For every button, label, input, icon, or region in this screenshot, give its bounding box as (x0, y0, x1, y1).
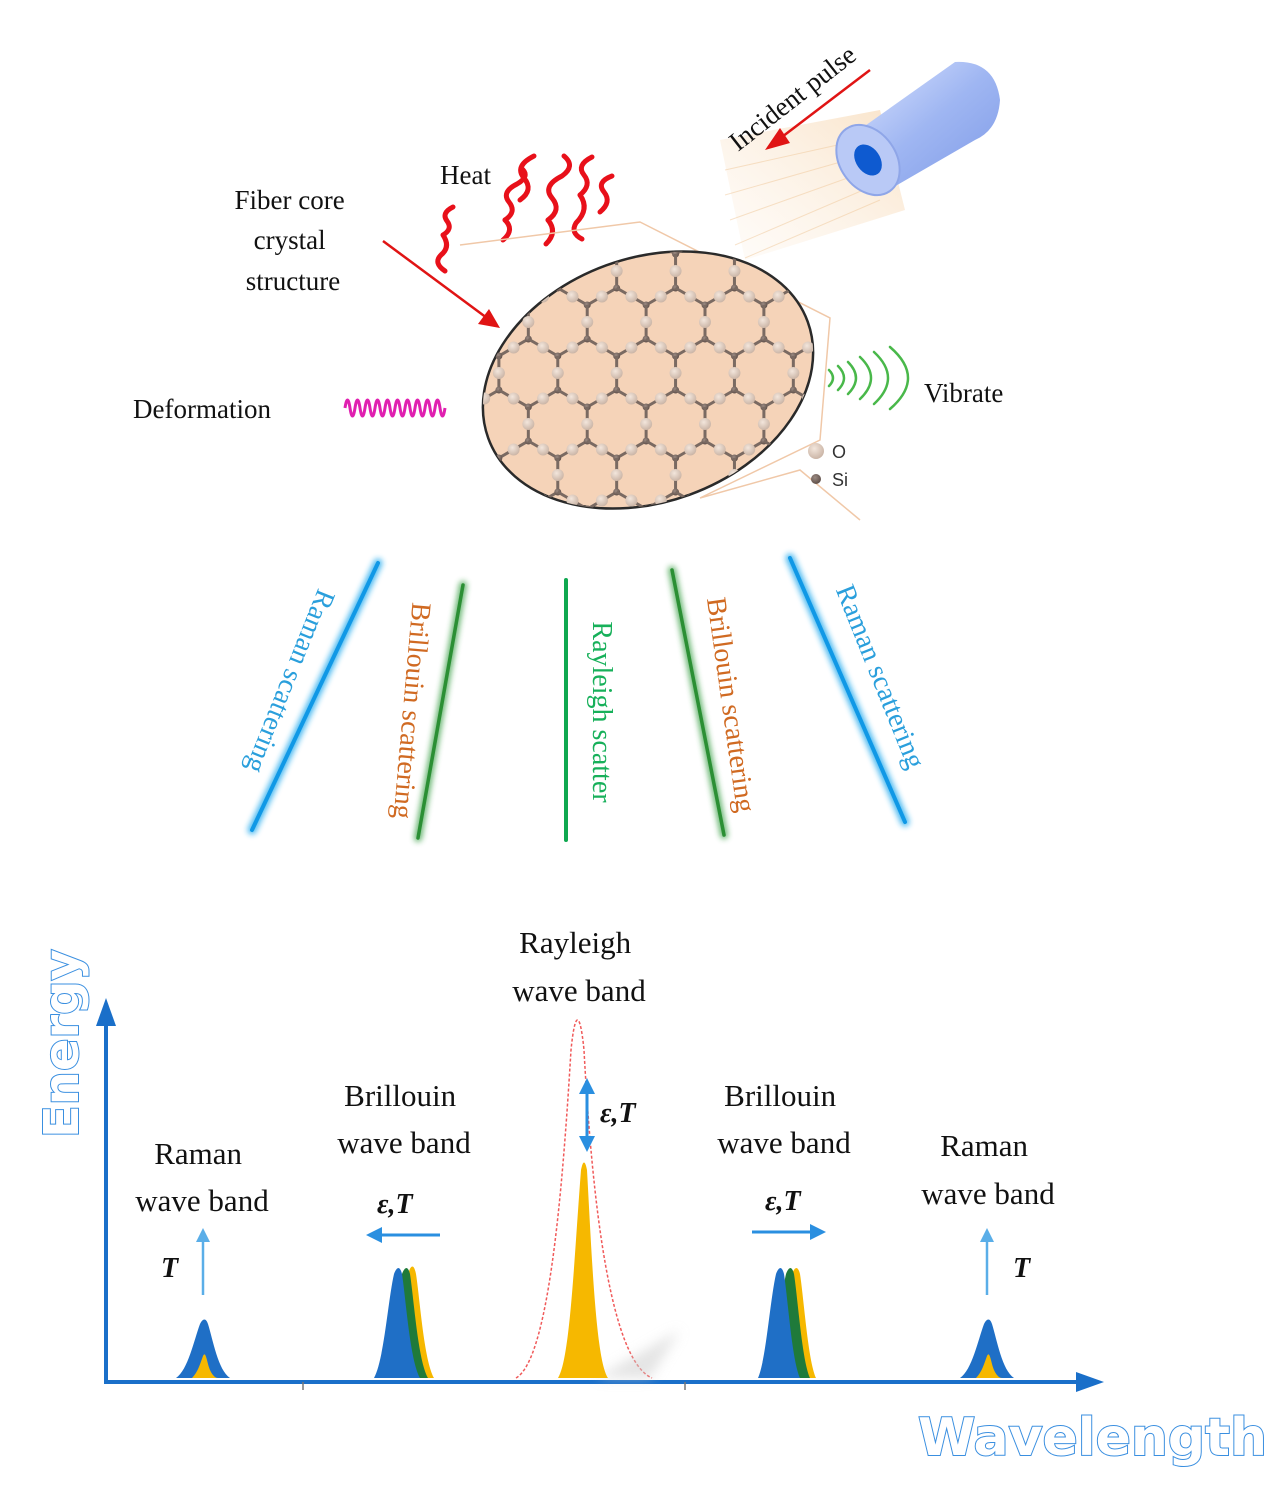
raman-left-band-label: Raman wave band (135, 1136, 269, 1218)
fiber-core-label: Fiber core crystal structure (235, 185, 352, 296)
raman-right-band-label: Raman wave band (921, 1128, 1055, 1211)
heat-label: Heat (440, 160, 491, 190)
brillouin-right-band-label: Brillouin wave band (717, 1078, 851, 1160)
oxygen-atom-icon (808, 443, 824, 459)
rayleigh-label: Rayleigh scatter (586, 621, 617, 803)
brillouin-left-band-label: Brillouin wave band (337, 1078, 471, 1160)
atom-legend: O Si (808, 442, 848, 490)
brillouin-right-shift-arrow-icon (752, 1224, 826, 1240)
incident-arrow-icon (765, 69, 871, 150)
deformation-wave-icon (343, 398, 447, 418)
x-axis-arrow-icon (1076, 1372, 1104, 1392)
brillouin-left-peaks (374, 1266, 434, 1378)
vibrate-label: Vibrate (924, 378, 1003, 408)
fiber-core-arrow-icon (382, 239, 500, 328)
x-axis-title: Wavelength (918, 1408, 1267, 1468)
core-outline-shadow (459, 221, 861, 521)
raman-right-param-label: T (1013, 1253, 1032, 1284)
rayleigh-param-label: ε,T (600, 1098, 637, 1129)
silicon-atom-icon (811, 474, 821, 484)
brillouin-right-param-label: ε,T (765, 1186, 802, 1217)
rayleigh-shift-arrow-icon (579, 1078, 595, 1152)
heat-waves-icon (435, 153, 615, 274)
brillouin-left-param-label: ε,T (377, 1189, 414, 1220)
legend-o-label: O (832, 442, 846, 462)
legend-si-label: Si (832, 470, 848, 490)
raman-right-shift-arrow-icon (980, 1228, 994, 1295)
spectrum-plot: Rayleigh wave band Brillouin wave band B… (33, 925, 1268, 1469)
deformation-label: Deformation (133, 394, 271, 424)
raman-left-shift-arrow-icon (196, 1228, 210, 1295)
rayleigh-original-peak (515, 1019, 653, 1379)
rayleigh-peak (558, 1162, 608, 1378)
raman-left-peak (176, 1319, 230, 1378)
raman-left-param-label: T (161, 1253, 180, 1284)
y-axis-title: Energy (34, 949, 90, 1138)
vibrate-waves-icon (827, 345, 910, 411)
y-axis-arrow-icon (96, 998, 116, 1026)
brillouin-left-shift-arrow-icon (366, 1227, 440, 1243)
rayleigh-band-label: Rayleigh wave band (512, 925, 646, 1008)
brillouin-right-peaks (758, 1268, 816, 1378)
fiber-cylinder-icon (835, 61, 1000, 197)
brillouin-right-label: Brillouin scattering (700, 595, 761, 814)
raman-right-peak (960, 1319, 1014, 1378)
scattering-rays (247, 553, 910, 845)
